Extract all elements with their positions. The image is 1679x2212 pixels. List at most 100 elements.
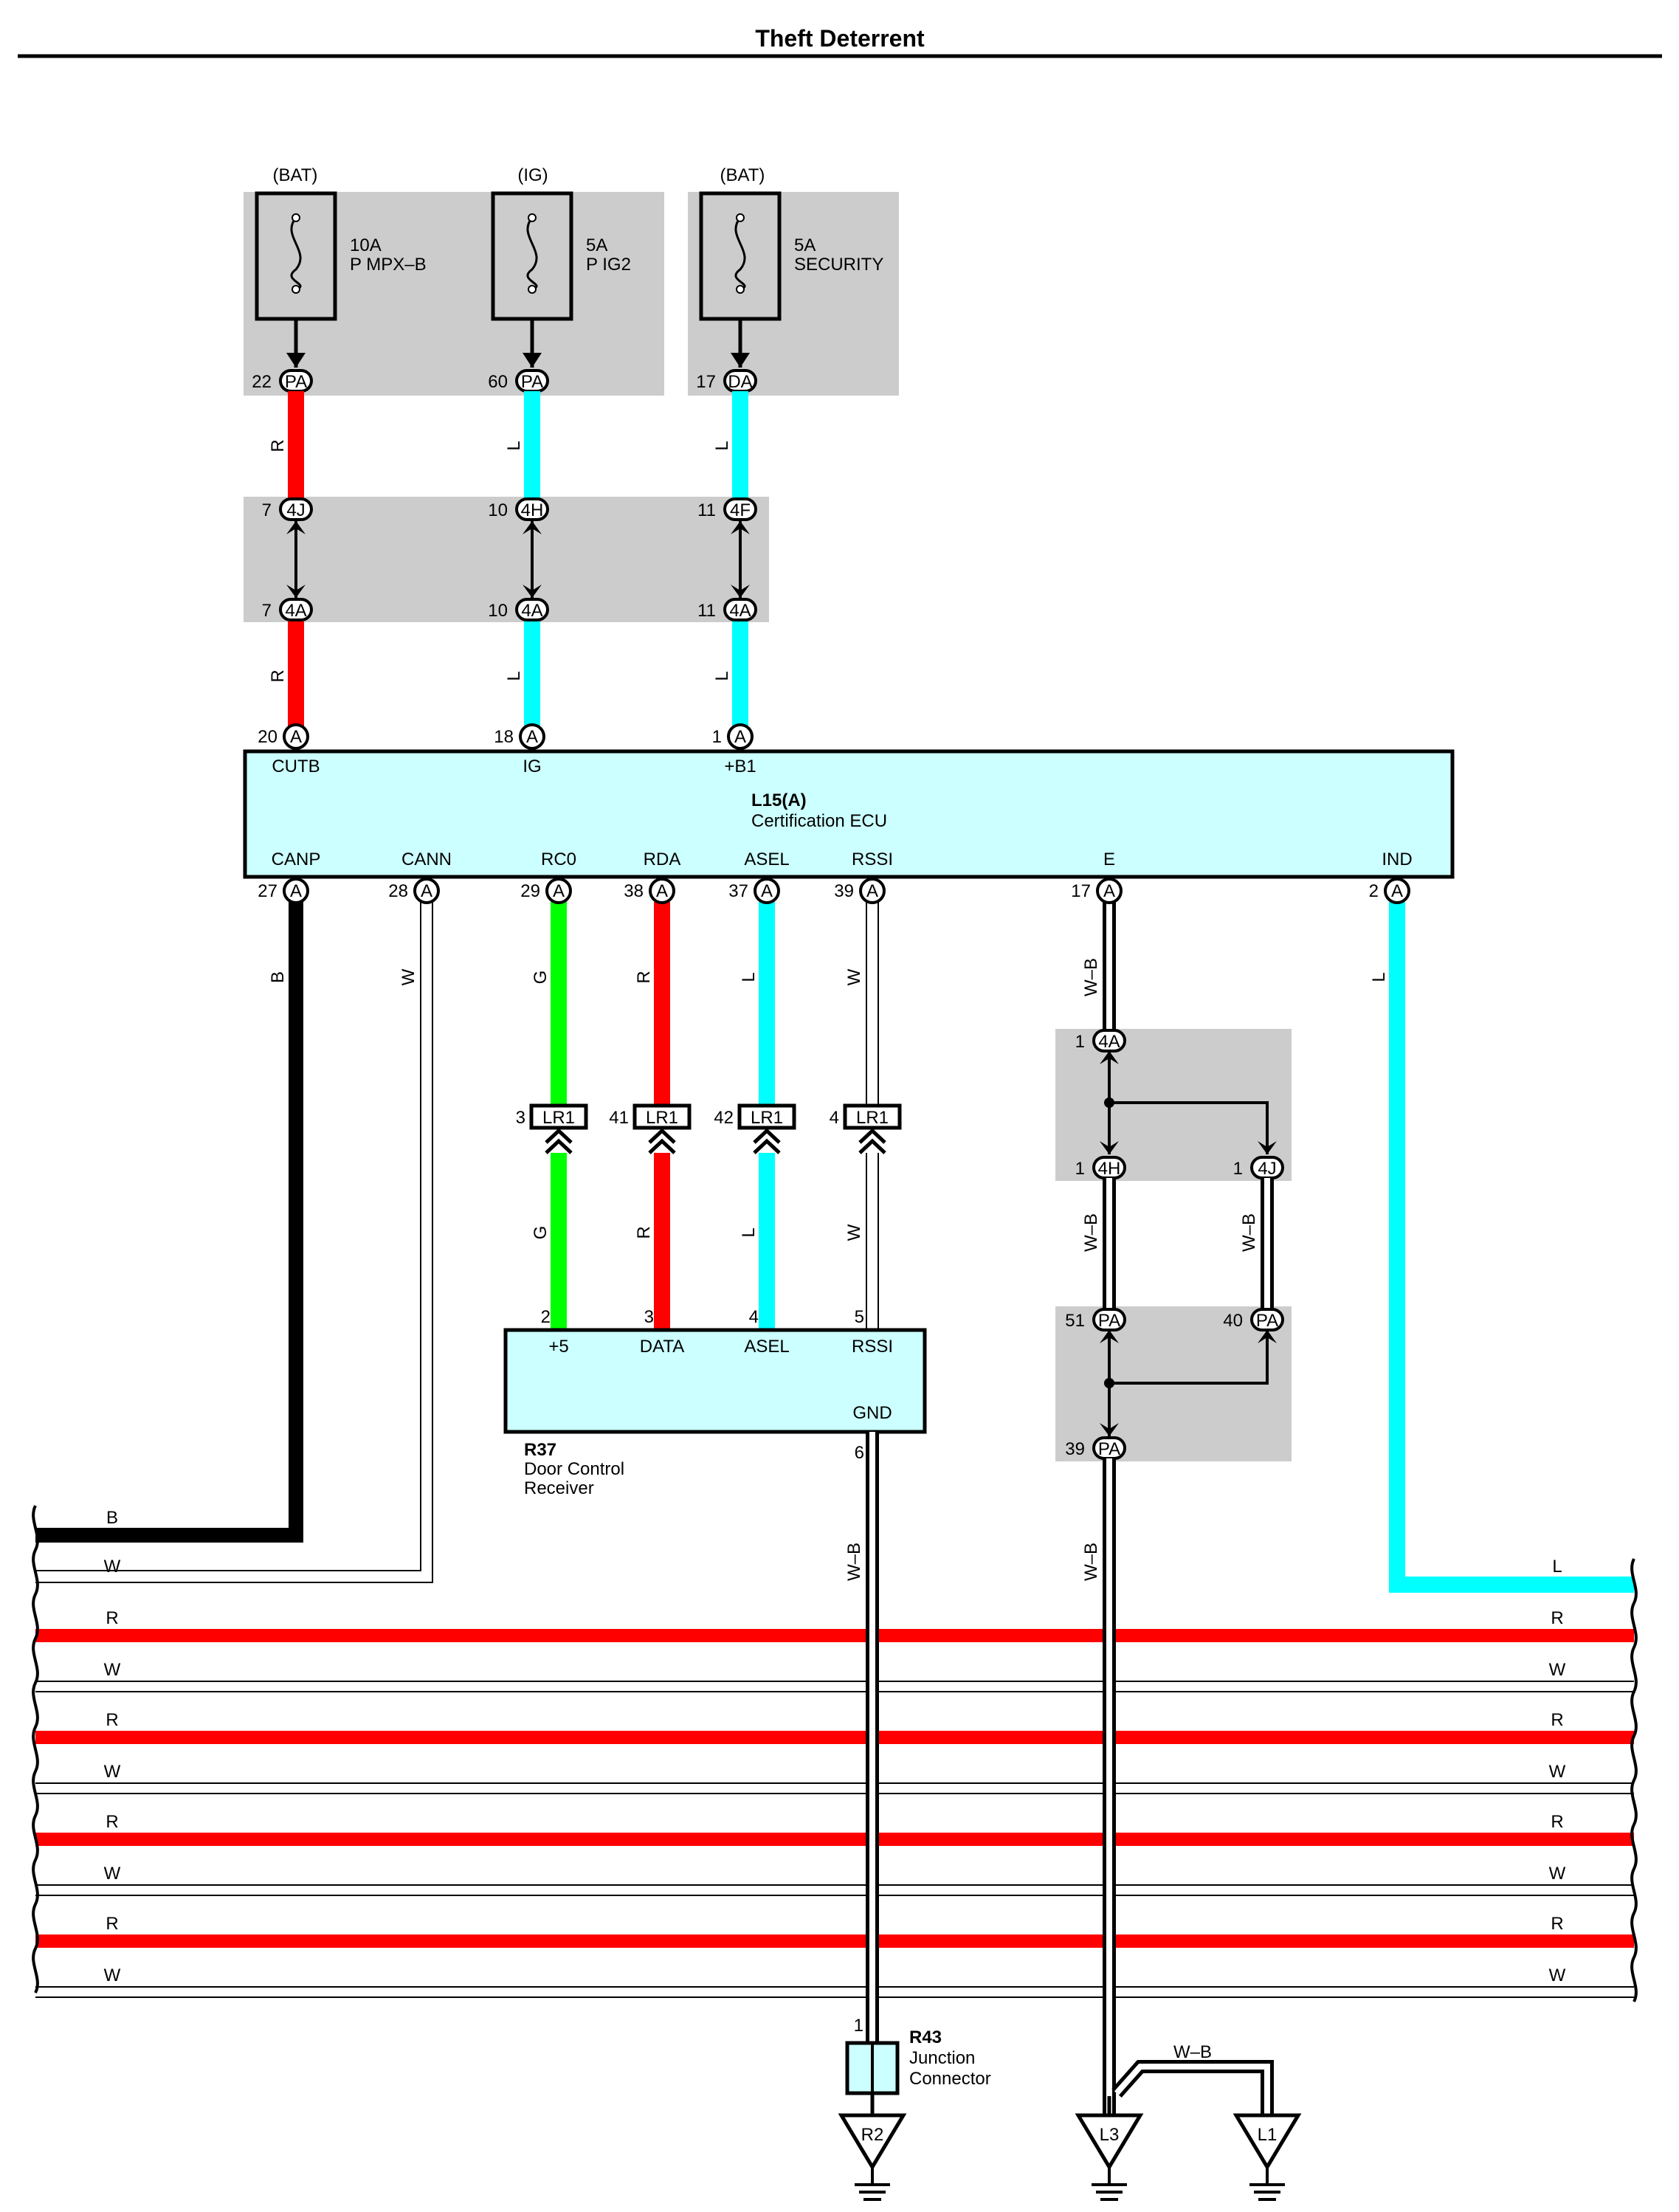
svg-text:5: 5 <box>855 1307 864 1327</box>
svg-text:27: 27 <box>258 881 277 901</box>
svg-text:W: W <box>104 1864 121 1884</box>
svg-text:W: W <box>104 1965 121 1985</box>
svg-text:1: 1 <box>1075 1159 1085 1179</box>
svg-text:4A: 4A <box>285 601 306 621</box>
svg-text:A: A <box>526 727 538 747</box>
svg-text:R37: R37 <box>524 1440 556 1460</box>
svg-text:L3: L3 <box>1100 2125 1120 2145</box>
svg-text:CUTB: CUTB <box>272 757 320 776</box>
svg-text:4J: 4J <box>1258 1159 1276 1179</box>
svg-text:10: 10 <box>488 500 508 520</box>
svg-text:4A: 4A <box>729 601 751 621</box>
svg-text:W: W <box>104 1660 121 1680</box>
svg-text:GND: GND <box>852 1403 892 1423</box>
ecu-bottom-wires <box>35 902 1634 1593</box>
svg-text:E: E <box>1103 850 1115 869</box>
svg-text:W–B: W–B <box>1081 1213 1101 1252</box>
svg-text:18: 18 <box>494 727 514 747</box>
svg-text:5A: 5A <box>586 235 607 255</box>
svg-text:39: 39 <box>1065 1439 1085 1459</box>
ecu-top-pins: A 20 A 18 A 1 <box>258 723 754 750</box>
svg-text:4A: 4A <box>521 601 542 621</box>
svg-text:4H: 4H <box>1098 1159 1121 1179</box>
svg-text:37: 37 <box>728 881 748 901</box>
svg-text:1: 1 <box>1233 1159 1243 1179</box>
svg-text:A: A <box>734 727 746 747</box>
ecu-bottom-pins: A 27 A 28 A 29 A 38 A 37 A 39 A 17 A 2 <box>258 878 1410 904</box>
svg-text:A: A <box>553 881 565 901</box>
svg-text:Connector: Connector <box>909 2069 991 2089</box>
ground-r2: R2 <box>838 2113 907 2201</box>
svg-text:Door Control: Door Control <box>524 1459 624 1479</box>
svg-text:5A: 5A <box>794 235 816 255</box>
svg-text:L: L <box>712 671 732 681</box>
svg-text:Junction: Junction <box>909 2048 975 2068</box>
svg-text:2: 2 <box>1369 881 1379 901</box>
fuse-3: (BAT) 5A SECURITY <box>699 165 883 321</box>
svg-text:R43: R43 <box>909 2027 942 2047</box>
svg-text:(IG): (IG) <box>517 165 548 185</box>
svg-text:A: A <box>290 727 302 747</box>
svg-text:3: 3 <box>644 1307 654 1327</box>
svg-text:20: 20 <box>258 727 277 747</box>
svg-text:4F: 4F <box>730 500 751 520</box>
svg-text:39: 39 <box>834 881 854 901</box>
bus-crossings <box>866 1616 1116 2008</box>
svg-text:(BAT): (BAT) <box>273 165 318 185</box>
svg-text:W: W <box>1549 1762 1566 1782</box>
svg-text:1: 1 <box>854 2016 863 2036</box>
svg-text:RC0: RC0 <box>541 850 576 869</box>
svg-text:Receiver: Receiver <box>524 1478 594 1498</box>
svg-text:LR1: LR1 <box>751 1108 783 1128</box>
svg-text:R: R <box>1551 1710 1563 1730</box>
svg-text:PA: PA <box>1098 1439 1120 1459</box>
svg-text:A: A <box>421 881 432 901</box>
svg-text:A: A <box>761 881 773 901</box>
svg-text:DATA: DATA <box>640 1337 684 1357</box>
svg-text:W: W <box>1549 1965 1566 1985</box>
svg-text:ASEL: ASEL <box>744 850 789 869</box>
door-control-receiver: 2 3 4 5 +5 DATA ASEL RSSI GND R37 Door C… <box>503 1307 927 1498</box>
svg-text:R: R <box>634 971 654 983</box>
svg-text:LR1: LR1 <box>646 1108 678 1128</box>
svg-text:R: R <box>268 669 288 682</box>
lr1-connectors: LR1 3 LR1 41 LR1 42 LR1 4 <box>516 1103 902 1154</box>
svg-text:1: 1 <box>712 727 722 747</box>
svg-text:R: R <box>1551 1812 1563 1832</box>
svg-text:W: W <box>844 968 864 985</box>
svg-text:A: A <box>290 881 302 901</box>
svg-text:LR1: LR1 <box>542 1108 575 1128</box>
svg-text:DA: DA <box>728 372 752 392</box>
bus-labels: B W R W R W R W R W L R W R W R W R W <box>104 1508 1566 1985</box>
svg-text:L15(A): L15(A) <box>751 790 807 810</box>
svg-text:7: 7 <box>262 601 272 621</box>
svg-text:PA: PA <box>1256 1311 1278 1331</box>
svg-text:W: W <box>1549 1660 1566 1680</box>
svg-text:L: L <box>504 671 524 681</box>
svg-text:11: 11 <box>697 601 716 621</box>
svg-text:RDA: RDA <box>644 850 681 869</box>
svg-text:W: W <box>104 1557 121 1577</box>
svg-text:R: R <box>268 439 288 452</box>
svg-text:42: 42 <box>714 1108 734 1128</box>
svg-text:SECURITY: SECURITY <box>794 255 883 275</box>
svg-text:W: W <box>844 1224 864 1241</box>
ground-l3: L3 <box>1075 2096 1144 2201</box>
fuse-block-shade-2 <box>688 192 899 396</box>
svg-text:PA: PA <box>285 372 307 392</box>
svg-text:10A: 10A <box>350 235 382 255</box>
svg-text:R: R <box>634 1226 654 1238</box>
svg-text:IND: IND <box>1382 850 1412 869</box>
svg-text:L: L <box>739 1227 759 1237</box>
svg-text:40: 40 <box>1223 1311 1243 1331</box>
svg-text:W: W <box>104 1762 121 1782</box>
svg-text:(BAT): (BAT) <box>720 165 765 185</box>
svg-text:R: R <box>106 1914 118 1934</box>
svg-text:L: L <box>504 441 524 450</box>
svg-text:6: 6 <box>855 1443 864 1463</box>
svg-text:29: 29 <box>520 881 540 901</box>
fuse-1: (BAT) 10A P MPX–B <box>255 165 427 321</box>
svg-text:W: W <box>399 968 418 985</box>
svg-text:4J: 4J <box>286 500 305 520</box>
